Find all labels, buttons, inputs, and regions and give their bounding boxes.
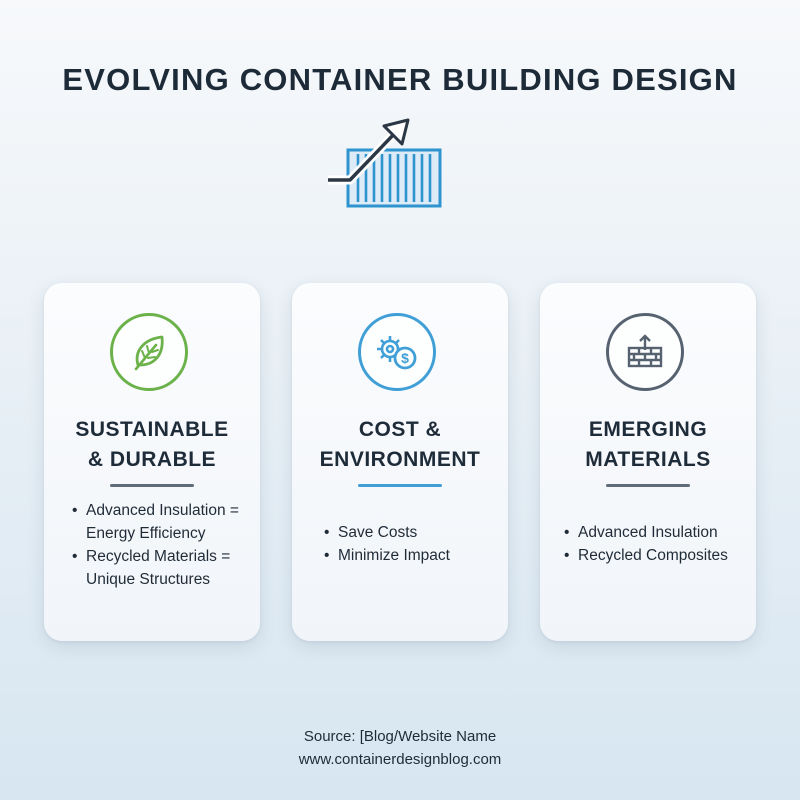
bullet-list: Save Costs Minimize Impact xyxy=(292,521,508,567)
source-credit: Source: [Blog/Website Name www.container… xyxy=(0,725,800,771)
divider xyxy=(110,484,194,487)
list-item: Recycled Composites xyxy=(540,544,756,567)
list-item: Advanced Insulation = Energy Efficiency xyxy=(44,499,260,545)
divider xyxy=(606,484,690,487)
leaf-icon xyxy=(110,313,188,391)
source-label: Source: [Blog/Website Name xyxy=(303,728,497,745)
divider xyxy=(358,484,442,487)
bullet-list: Advanced Insulation Recycled Composites xyxy=(540,521,756,567)
list-item: Advanced Insulation xyxy=(540,521,756,544)
card-heading: EMERGING MATERIALS xyxy=(585,418,711,471)
sustainable-durable-card: SUSTAINABLE & DURABLE Advanced Insulatio… xyxy=(44,283,260,641)
svg-text:$: $ xyxy=(401,350,409,366)
list-item: Save Costs xyxy=(292,521,508,544)
card-heading: SUSTAINABLE & DURABLE xyxy=(75,418,229,471)
shipping-container-growth-arrow-icon xyxy=(328,118,442,208)
bullet-list: Advanced Insulation = Energy Efficiency … xyxy=(44,499,260,591)
brick-wall-upload-icon xyxy=(606,313,684,391)
source-url[interactable]: www.containerdesignblog.com xyxy=(298,751,502,768)
list-item: Minimize Impact xyxy=(292,544,508,567)
cost-environment-card: $ COST & ENVIRONMENT Save Costs Minimize… xyxy=(292,283,508,641)
card-heading: COST & ENVIRONMENT xyxy=(319,418,481,471)
page-title: EVOLVING CONTAINER BUILDING DESIGN xyxy=(62,62,738,97)
gear-dollar-icon: $ xyxy=(358,313,436,391)
list-item: Recycled Materials = Unique Structures xyxy=(44,545,260,591)
emerging-materials-card: EMERGING MATERIALS Advanced Insulation R… xyxy=(540,283,756,641)
